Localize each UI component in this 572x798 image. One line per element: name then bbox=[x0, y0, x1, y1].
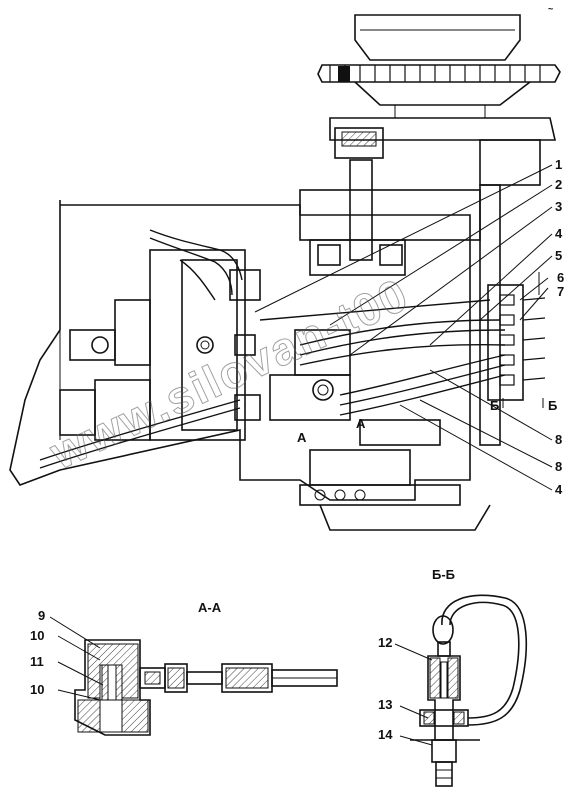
section-b-b: Б-Б 12 13 14 bbox=[378, 567, 528, 787]
section-aa-callout-10-top: 10 bbox=[30, 628, 44, 643]
central-hub bbox=[299, 127, 541, 446]
section-a-a-title: А-А bbox=[198, 600, 222, 615]
callout-8-bottom: 8 bbox=[555, 459, 562, 474]
bottom-hub bbox=[299, 449, 491, 531]
callout-8-top: 8 bbox=[555, 432, 562, 447]
marker-a-right: А bbox=[356, 416, 366, 431]
cardan-shaft bbox=[59, 299, 151, 441]
callout-5: 5 bbox=[555, 248, 562, 263]
section-a-a: А-А 9 10 11 10 bbox=[30, 600, 338, 736]
marker-a-left: А bbox=[297, 430, 307, 445]
ring-gear bbox=[317, 14, 561, 141]
marker-b-left: Б bbox=[490, 398, 499, 413]
section-markers: А А Б Б bbox=[297, 398, 557, 445]
callout-1: 1 bbox=[555, 157, 562, 172]
marker-b-right: Б bbox=[548, 398, 557, 413]
callout-4-top: 4 bbox=[555, 226, 563, 241]
callout-7: 7 bbox=[557, 284, 564, 299]
callout-3: 3 bbox=[555, 199, 562, 214]
section-b-b-title: Б-Б bbox=[432, 567, 455, 582]
distributor bbox=[487, 284, 546, 401]
main-assembly: А А Б Б 1 2 3 4 5 6 7 8 8 4 www.silovan-… bbox=[9, 14, 564, 531]
valve-block bbox=[269, 329, 441, 446]
callouts: 1 2 3 4 5 6 7 8 8 4 bbox=[555, 157, 564, 497]
watermark: www.silovan-t00 bbox=[41, 268, 416, 480]
section-aa-callout-11: 11 bbox=[30, 654, 44, 669]
callout-2: 2 bbox=[555, 177, 562, 192]
section-bb-callout-14: 14 bbox=[378, 727, 393, 742]
section-bb-callout-12: 12 bbox=[378, 635, 392, 650]
section-aa-callout-10-bottom: 10 bbox=[30, 682, 44, 697]
hoses bbox=[39, 229, 506, 469]
corner-mark: ~ bbox=[548, 4, 553, 14]
leader-lines bbox=[254, 164, 553, 491]
callout-4-bottom: 4 bbox=[555, 482, 563, 497]
section-bb-callout-13: 13 bbox=[378, 697, 392, 712]
callout-6: 6 bbox=[557, 270, 564, 285]
frame-outline bbox=[9, 200, 471, 501]
section-aa-callout-9: 9 bbox=[38, 608, 45, 623]
